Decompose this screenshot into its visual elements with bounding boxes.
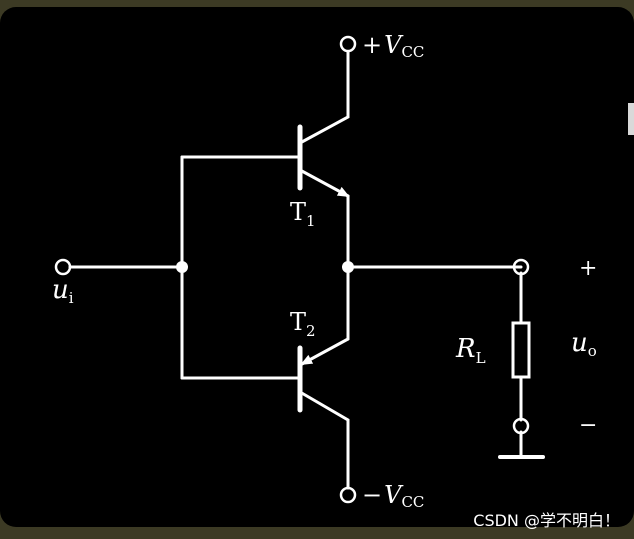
output-minus-sign: −	[579, 413, 597, 438]
t2-label: T2	[290, 308, 316, 340]
output-junction	[342, 261, 354, 273]
input-label: ui	[52, 275, 74, 307]
output-plus-sign: +	[579, 256, 597, 281]
t2-emitter-wire	[300, 337, 350, 366]
vcc-neg-terminal	[339, 486, 357, 504]
output-terminal	[512, 258, 530, 276]
load-label: RL	[455, 334, 486, 367]
t1-label: T1	[290, 198, 316, 230]
edge-artifact	[628, 103, 634, 135]
output-label: uo	[571, 328, 597, 360]
t1-collector-wire	[298, 50, 350, 145]
vcc-pos-terminal	[339, 35, 357, 53]
t1-emitter-wire	[298, 168, 350, 198]
t2-collector-wire	[298, 390, 350, 490]
watermark: CSDN @学不明白！	[473, 511, 620, 530]
vcc-neg-label: −VCC	[362, 481, 424, 511]
load-resistor	[511, 321, 531, 379]
vcc-pos-label: +VCC	[362, 31, 424, 61]
base-junction	[176, 261, 188, 273]
ground-terminal	[512, 417, 530, 435]
input-terminal	[54, 258, 72, 276]
